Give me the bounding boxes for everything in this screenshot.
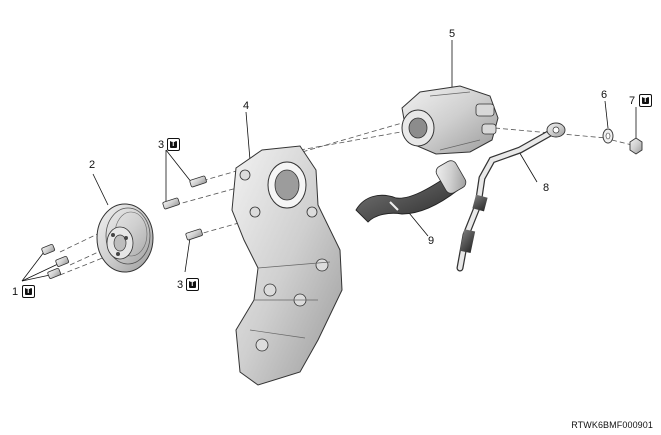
torque-badge-letter: T [169,140,177,148]
callout-leaders [21,40,637,282]
power-steering-pump [401,85,499,155]
figure-code: RTWK6BMF000901 [571,420,653,430]
callout-6: 6 [601,89,608,101]
bracket-bolts [162,175,207,241]
callout-5: 5 [449,28,456,40]
callout-7: 7 [629,95,636,107]
callout-8: 8 [543,182,550,194]
callout-3-bottom: 3 [177,279,184,291]
pump-bracket [231,145,343,386]
torque-badge-1: T [22,285,35,298]
pulley-bolts [41,244,70,279]
torque-badge-letter: T [641,96,649,104]
callout-4: 4 [243,100,250,112]
torque-badge-3-top: T [167,138,180,151]
washer [602,128,614,144]
callout-3-top: 3 [158,139,165,151]
torque-badge-letter: T [188,280,196,288]
callout-1: 1 [12,286,19,298]
callout-2: 2 [89,159,96,171]
union-bolt [629,137,643,155]
callout-9: 9 [428,235,435,247]
torque-badge-7: T [639,94,652,107]
crankshaft-pulley [96,203,154,273]
pressure-pipe [456,122,566,272]
suction-hose [355,160,467,223]
torque-badge-letter: T [24,287,32,295]
torque-badge-3-bottom: T [186,278,199,291]
